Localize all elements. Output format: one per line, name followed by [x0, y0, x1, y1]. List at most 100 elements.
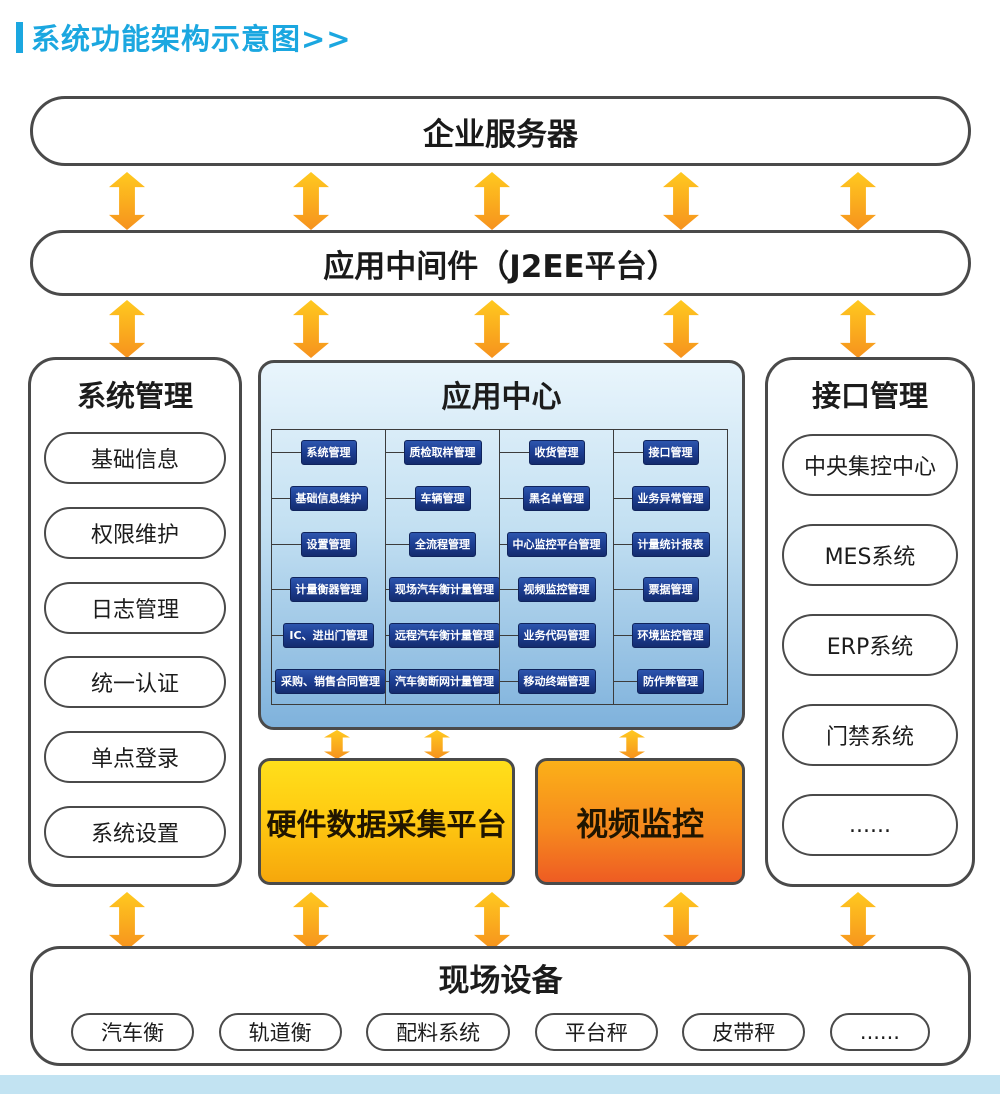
grid-cell: 票据管理	[614, 567, 727, 613]
app-module: 收货管理	[528, 440, 585, 466]
page-title: 系统功能架构示意图>>	[31, 22, 352, 56]
app-module: 中心监控平台管理	[506, 531, 607, 557]
app-module: 视频监控管理	[517, 577, 596, 603]
app-module: 防作弊管理	[637, 668, 704, 694]
app-module: 移动终端管理	[517, 668, 596, 694]
hardware-collection-platform-box: 硬件数据采集平台	[258, 758, 515, 885]
app-module: 基础信息维护	[289, 486, 368, 511]
double-arrow-icon	[474, 892, 510, 950]
video-monitoring-box: 视频监控	[535, 758, 745, 885]
field-device-item: 皮带秤	[682, 1013, 806, 1051]
app-module: 汽车衡断网计量管理	[389, 668, 500, 694]
grid-cell: 中心监控平台管理	[500, 521, 613, 567]
field-device-item: 配料系统	[366, 1013, 511, 1051]
grid-cell: 环境监控管理	[614, 613, 727, 659]
double-arrow-icon	[840, 172, 876, 230]
app-module: 设置管理	[300, 531, 357, 557]
grid-cell: 移动终端管理	[500, 658, 613, 704]
double-arrow-icon	[293, 172, 329, 230]
app-module: 系统管理	[300, 440, 357, 466]
app-module: 票据管理	[642, 577, 699, 603]
app-module: 业务代码管理	[517, 623, 596, 649]
app-center-title: 应用中心	[441, 380, 562, 415]
double-arrow-icon	[840, 892, 876, 950]
enterprise-server-box: 企业服务器	[30, 96, 971, 166]
field-devices-title: 现场设备	[438, 963, 563, 999]
grid-cell: 收货管理	[500, 430, 613, 476]
grid-cell: 视频监控管理	[500, 567, 613, 613]
system-management-item: 统一认证	[44, 656, 226, 709]
interface-item: ERP系统	[782, 614, 958, 676]
grid-cell: IC、进出门管理	[272, 613, 385, 659]
double-arrow-icon	[424, 730, 450, 759]
grid-cell: 质检取样管理	[386, 430, 499, 476]
field-device-item: 汽车衡	[71, 1013, 194, 1051]
double-arrow-icon	[663, 300, 699, 358]
double-arrow-icon	[840, 300, 876, 358]
app-module: 环境监控管理	[631, 623, 710, 649]
system-management-item: 日志管理	[44, 581, 226, 634]
double-arrow-icon	[293, 300, 329, 358]
interface-item: ......	[782, 794, 958, 856]
diagram-header: 系统功能架构示意图>>	[16, 16, 352, 58]
field-device-item: 轨道衡	[218, 1013, 342, 1051]
field-devices-panel: 现场设备 汽车衡 轨道衡 配料系统 平台秤 皮带秤 ......	[30, 946, 971, 1066]
grid-cell: 汽车衡断网计量管理	[386, 658, 500, 704]
app-module: 业务异常管理	[631, 486, 710, 511]
interface-item: 门禁系统	[782, 704, 958, 766]
system-management-item: 系统设置	[44, 805, 226, 858]
double-arrow-icon	[474, 300, 510, 358]
grid-cell: 现场汽车衡计量管理	[386, 567, 500, 613]
double-arrow-icon	[619, 730, 645, 759]
app-module: 采购、销售合同管理	[275, 668, 386, 694]
double-arrow-icon	[474, 172, 510, 230]
hardware-collection-platform-label: 硬件数据采集平台	[266, 807, 507, 843]
double-arrow-icon	[663, 892, 699, 950]
grid-cell: 业务异常管理	[614, 476, 727, 522]
app-module: 现场汽车衡计量管理	[389, 577, 500, 603]
grid-cell: 远程汽车衡计量管理	[386, 613, 500, 659]
grid-cell: 防作弊管理	[614, 658, 727, 704]
system-management-items: 基础信息 权限维护 日志管理 统一认证 单点登录 系统设置	[44, 432, 226, 858]
grid-cell: 基础信息维护	[272, 476, 385, 522]
grid-cell: 系统管理	[272, 430, 385, 476]
double-arrow-icon	[109, 892, 145, 950]
app-module: 计量衡器管理	[289, 577, 368, 603]
interface-item: 中央集控中心	[782, 434, 958, 496]
grid-cell: 计量衡器管理	[272, 567, 385, 613]
app-center-column-1: 系统管理 基础信息维护 设置管理 计量衡器管理 IC、进出门管理 采购、销售合同…	[272, 430, 386, 704]
grid-cell: 黑名单管理	[500, 476, 613, 522]
interface-management-title: 接口管理	[811, 379, 928, 413]
grid-cell: 全流程管理	[386, 521, 499, 567]
double-arrow-icon	[663, 172, 699, 230]
field-devices-items: 汽车衡 轨道衡 配料系统 平台秤 皮带秤 ......	[71, 1013, 930, 1051]
double-arrow-icon	[109, 172, 145, 230]
middleware-label: 应用中间件（J2EE平台）	[323, 248, 678, 285]
app-center-column-3: 收货管理 黑名单管理 中心监控平台管理 视频监控管理 业务代码管理 移动终端管理	[499, 430, 613, 704]
interface-management-panel: 接口管理 中央集控中心 MES系统 ERP系统 门禁系统 ......	[765, 357, 975, 887]
grid-cell: 设置管理	[272, 521, 385, 567]
field-device-item: 平台秤	[534, 1013, 658, 1051]
app-module: IC、进出门管理	[283, 623, 374, 649]
app-module: 质检取样管理	[403, 440, 482, 466]
grid-cell: 采购、销售合同管理	[272, 658, 386, 704]
app-module: 接口管理	[642, 440, 699, 466]
app-center-column-2: 质检取样管理 车辆管理 全流程管理 现场汽车衡计量管理 远程汽车衡计量管理 汽车…	[385, 430, 500, 704]
double-arrow-icon	[109, 300, 145, 358]
system-management-item: 基础信息	[44, 432, 226, 484]
double-arrow-icon	[293, 892, 329, 950]
app-module: 计量统计报表	[631, 531, 710, 557]
field-device-item: ......	[829, 1013, 930, 1051]
grid-cell: 计量统计报表	[614, 521, 727, 567]
system-management-item: 权限维护	[44, 506, 226, 559]
grid-cell: 接口管理	[614, 430, 727, 476]
grid-cell: 车辆管理	[386, 476, 499, 522]
app-center-panel: 应用中心 系统管理 基础信息维护 设置管理 计量衡器管理 IC、进出门管理 采购…	[258, 360, 745, 730]
app-module: 全流程管理	[409, 531, 476, 557]
app-module: 远程汽车衡计量管理	[389, 623, 500, 649]
app-center-column-4: 接口管理 业务异常管理 计量统计报表 票据管理 环境监控管理 防作弊管理	[613, 430, 727, 704]
enterprise-server-label: 企业服务器	[423, 116, 578, 153]
grid-cell: 业务代码管理	[500, 613, 613, 659]
system-management-item: 单点登录	[44, 731, 226, 784]
footer-accent-strip	[0, 1075, 1000, 1094]
